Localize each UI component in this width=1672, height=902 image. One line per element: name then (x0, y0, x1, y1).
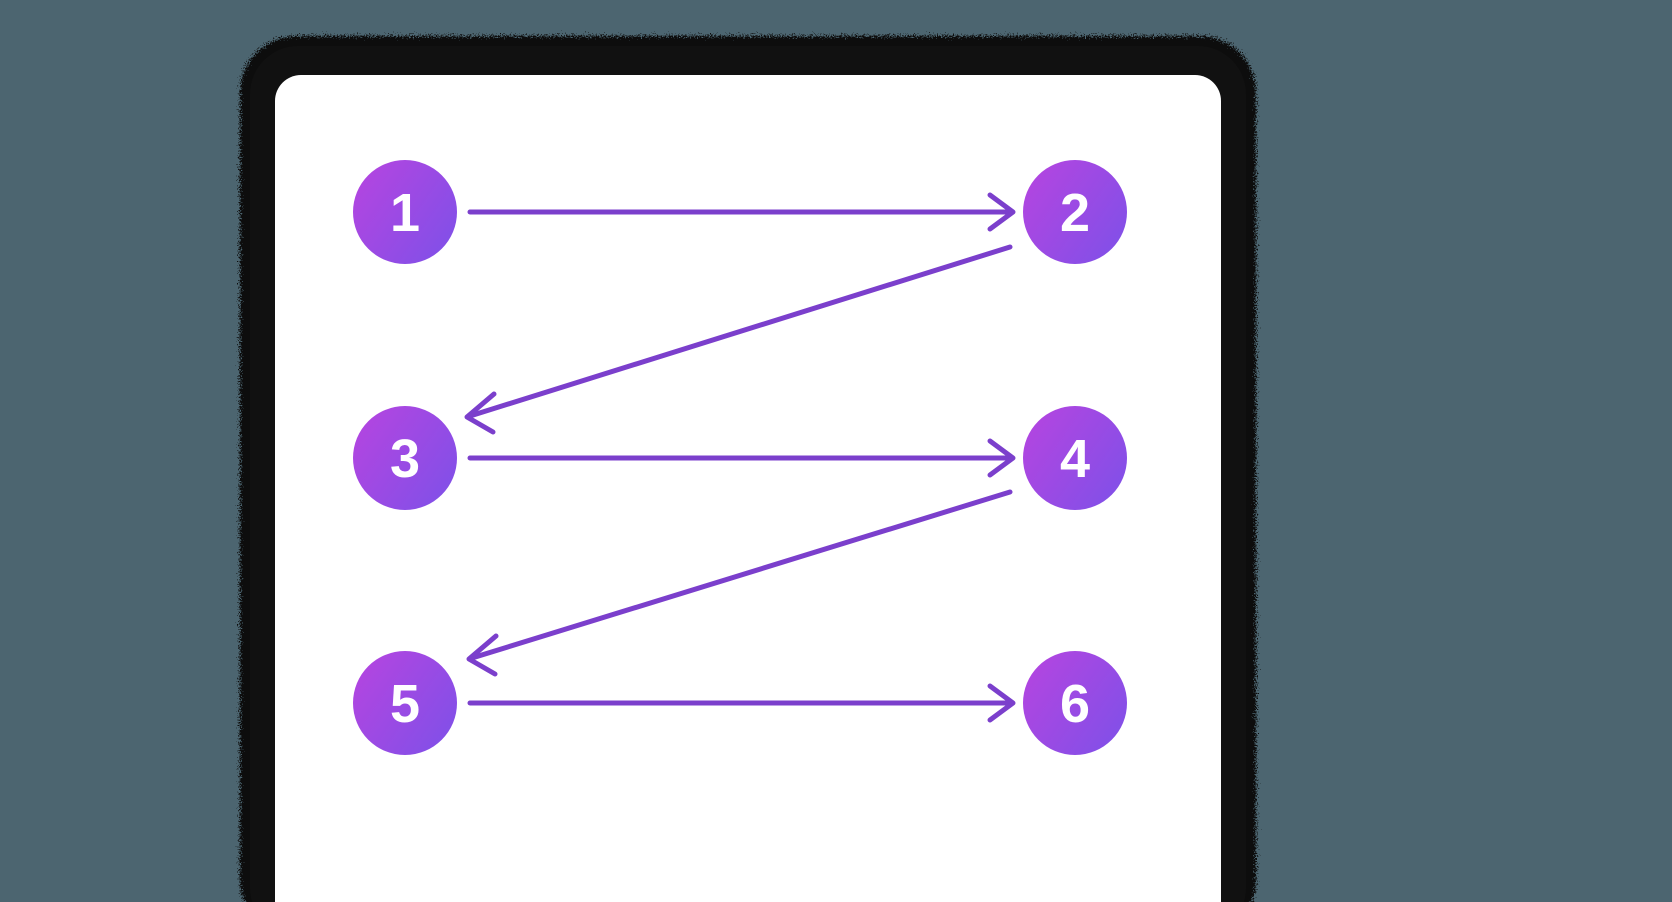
tablet-screen (275, 75, 1221, 902)
node-6[interactable]: 6 (1023, 651, 1127, 755)
node-1[interactable]: 1 (353, 160, 457, 264)
node-2-label: 2 (1060, 183, 1090, 243)
node-1-label: 1 (390, 183, 420, 243)
node-5-label: 5 (390, 674, 420, 734)
node-5[interactable]: 5 (353, 651, 457, 755)
node-3[interactable]: 3 (353, 406, 457, 510)
node-layer: 1 2 3 4 5 6 (353, 160, 1127, 755)
node-2[interactable]: 2 (1023, 160, 1127, 264)
node-4-label: 4 (1060, 429, 1090, 489)
edge-1-2[interactable] (467, 192, 1016, 232)
edge-3-4[interactable] (467, 438, 1016, 478)
node-6-label: 6 (1060, 674, 1090, 734)
edge-4-5[interactable] (466, 489, 1013, 677)
edge-2-3[interactable] (464, 244, 1013, 435)
edge-layer (464, 192, 1016, 723)
node-3-label: 3 (390, 429, 420, 489)
edge-5-6[interactable] (467, 683, 1016, 723)
node-4[interactable]: 4 (1023, 406, 1127, 510)
